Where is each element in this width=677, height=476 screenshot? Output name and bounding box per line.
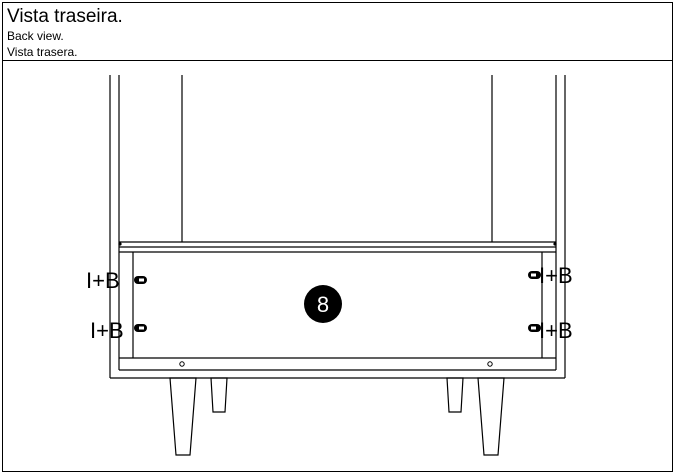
cam-lock-right-bottom [528, 324, 541, 332]
rear-right-leg [446, 377, 464, 413]
part-number-label: 8 [317, 292, 329, 317]
view-subtitle-english: Back view. [7, 29, 64, 43]
shelf-pin-right [553, 242, 557, 246]
bottom-rail-hole-right [487, 361, 493, 367]
hardware-label-right-bottom: I+B [539, 318, 573, 343]
cam-lock-left-bottom [134, 324, 147, 332]
diagram-frame [2, 2, 673, 472]
hardware-label-left-bottom: I+B [90, 318, 124, 343]
part-number-badge [304, 285, 342, 323]
bottom-rail-hole-left [179, 361, 185, 367]
front-right-leg [477, 377, 505, 456]
cam-lock-right-top [528, 271, 541, 279]
shelf-pin-left [118, 242, 122, 246]
cam-lock-left-top [134, 276, 147, 284]
view-subtitle-spanish: Vista trasera. [7, 45, 78, 59]
front-left-leg [169, 377, 197, 456]
view-title: Vista traseira. [7, 6, 123, 27]
rear-left-leg [210, 377, 228, 413]
hardware-label-right-top: I+B [539, 263, 573, 288]
caption-header: Vista traseira. Back view. Vista trasera… [3, 3, 672, 61]
hardware-label-left-top: I+B [86, 268, 120, 293]
